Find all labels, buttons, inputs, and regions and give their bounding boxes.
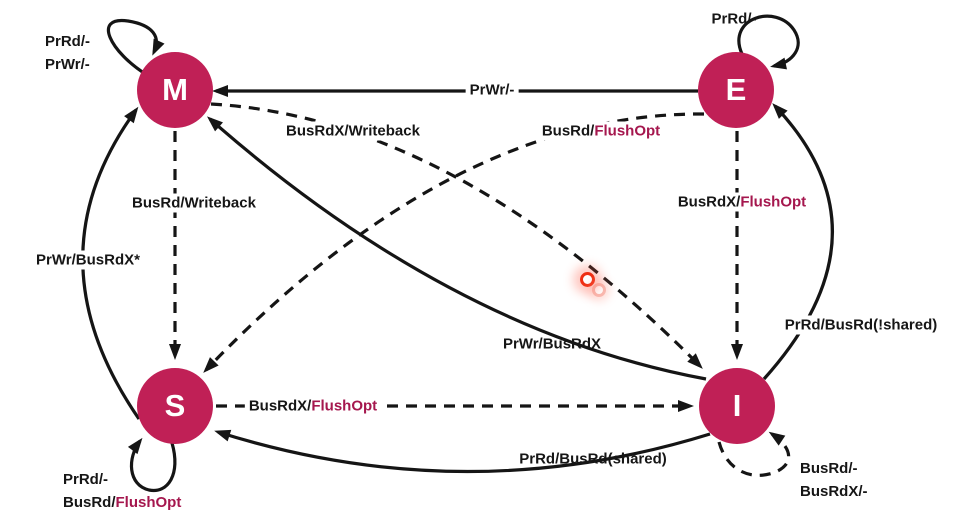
label-m-self-loop: PrRd/- PrWr/- xyxy=(45,30,90,76)
label-s-self-action: BusRd/ xyxy=(63,494,116,511)
label-s-self-line1: PrRd/- xyxy=(63,471,108,488)
label-s-to-i-accent: FlushOpt xyxy=(311,397,378,415)
label-s-self-accent: FlushOpt xyxy=(115,494,182,511)
arrow-e-to-s xyxy=(203,112,705,373)
label-i-to-s: PrRd/BusRd(shared) xyxy=(519,450,667,468)
state-letter-m: M xyxy=(162,72,188,107)
label-e-self-loop: PrRd/- xyxy=(711,10,757,28)
state-letter-e: E xyxy=(725,72,747,107)
state-letter-i: I xyxy=(732,388,742,423)
label-i-to-m: PrWr/BusRdX xyxy=(502,335,602,353)
label-e-to-s-action: BusRd/ xyxy=(541,122,595,140)
label-i-self-line2: BusRdX/- xyxy=(800,483,868,500)
label-m-to-s: BusRd/Writeback xyxy=(128,193,260,213)
label-i-self-loop: BusRd/- BusRdX/- xyxy=(800,457,868,503)
label-e-to-m: PrWr/- xyxy=(465,80,519,100)
state-letter-s: S xyxy=(164,388,186,423)
label-m-self-line2: PrWr/- xyxy=(45,56,90,73)
arrow-i-to-s xyxy=(214,429,711,474)
arrow-i-to-m xyxy=(206,116,707,381)
label-i-to-e: PrRd/BusRd(!shared) xyxy=(780,315,942,335)
label-s-self-line2: BusRd/FlushOpt xyxy=(63,491,181,514)
label-s-to-i-action: BusRdX/ xyxy=(248,397,312,415)
state-node-modified: M xyxy=(137,52,213,128)
label-s-to-m: PrWr/BusRdX* xyxy=(32,250,144,270)
label-i-self-line1: BusRd/- xyxy=(800,460,858,477)
label-e-to-i-accent: FlushOpt xyxy=(740,193,807,211)
state-node-exclusive: E xyxy=(698,52,774,128)
label-m-self-line1: PrRd/- xyxy=(45,33,90,50)
arrow-i-to-e xyxy=(762,103,834,381)
label-e-to-s: BusRd/FlushOpt xyxy=(537,121,665,141)
label-s-self-loop: PrRd/- BusRd/FlushOpt xyxy=(63,468,181,514)
laser-pointer-dot xyxy=(580,272,595,287)
arrow-e-self-loop xyxy=(737,14,800,70)
state-node-shared: S xyxy=(137,368,213,444)
label-s-to-i: BusRdX/FlushOpt xyxy=(244,396,382,416)
laser-pointer-dot-ghost xyxy=(592,283,606,297)
label-m-to-i: BusRdX/Writeback xyxy=(282,121,424,141)
arrow-m-self-loop xyxy=(106,19,165,77)
label-e-to-i-action: BusRdX/ xyxy=(677,193,741,211)
label-e-to-s-accent: FlushOpt xyxy=(594,122,661,140)
state-node-invalid: I xyxy=(699,368,775,444)
arrow-i-self-loop xyxy=(717,431,791,477)
arrow-m-to-i xyxy=(210,102,703,369)
label-e-to-i: BusRdX/FlushOpt xyxy=(673,192,811,212)
arrow-s-self-loop xyxy=(127,437,177,493)
